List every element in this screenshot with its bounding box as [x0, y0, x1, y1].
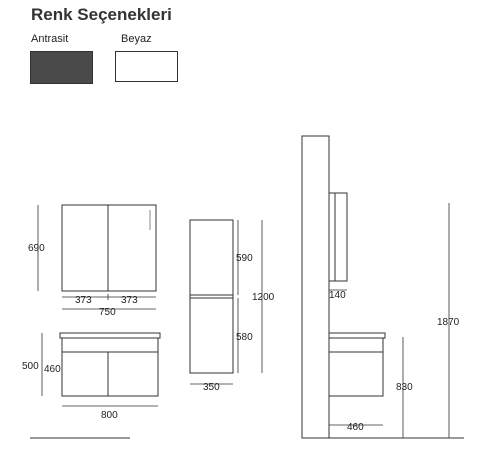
- vanity-body: [61, 337, 159, 397]
- dim-mirror-height: 690: [28, 243, 45, 254]
- dim-side-total-height: 1870: [437, 317, 460, 328]
- dim-side-vanity-depth: 460: [347, 422, 364, 433]
- page-title: Renk Seçenekleri: [31, 5, 172, 24]
- swatch-label-beyaz: Beyaz: [121, 33, 152, 45]
- tall-cabinet-body: [189, 219, 234, 374]
- dim-mirror-door-right: 373: [121, 295, 138, 306]
- dim-side-vanity-height: 830: [396, 382, 413, 393]
- swatch-label-antrasit: Antrasit: [31, 33, 69, 45]
- dim-tall-lower: 580: [236, 332, 253, 343]
- tall-cabinet: [189, 219, 234, 374]
- dim-tall-height: 1200: [252, 292, 275, 303]
- side-wall: [301, 135, 330, 439]
- vanity-unit: [59, 332, 161, 397]
- side-view: [301, 135, 386, 439]
- swatch-antrasit: [30, 51, 93, 84]
- dim-vanity-width: 800: [101, 410, 118, 421]
- dim-mirror-width: 750: [99, 307, 116, 318]
- swatch-beyaz: [115, 51, 178, 82]
- dim-tall-upper: 590: [236, 253, 253, 264]
- dim-vanity-height-inner: 460: [44, 364, 61, 375]
- mirror-cabinet-body: [61, 204, 157, 292]
- side-vanity: [328, 337, 384, 397]
- mirror-cabinet: [61, 204, 157, 292]
- dim-vanity-height-outer: 500: [22, 361, 39, 372]
- dim-mirror-door-left: 373: [75, 295, 92, 306]
- dim-side-mirror-depth: 140: [329, 290, 346, 301]
- dim-tall-width: 350: [203, 382, 220, 393]
- side-countertop: [328, 332, 386, 339]
- vanity-countertop: [59, 332, 161, 339]
- side-mirror-cabinet: [328, 192, 348, 282]
